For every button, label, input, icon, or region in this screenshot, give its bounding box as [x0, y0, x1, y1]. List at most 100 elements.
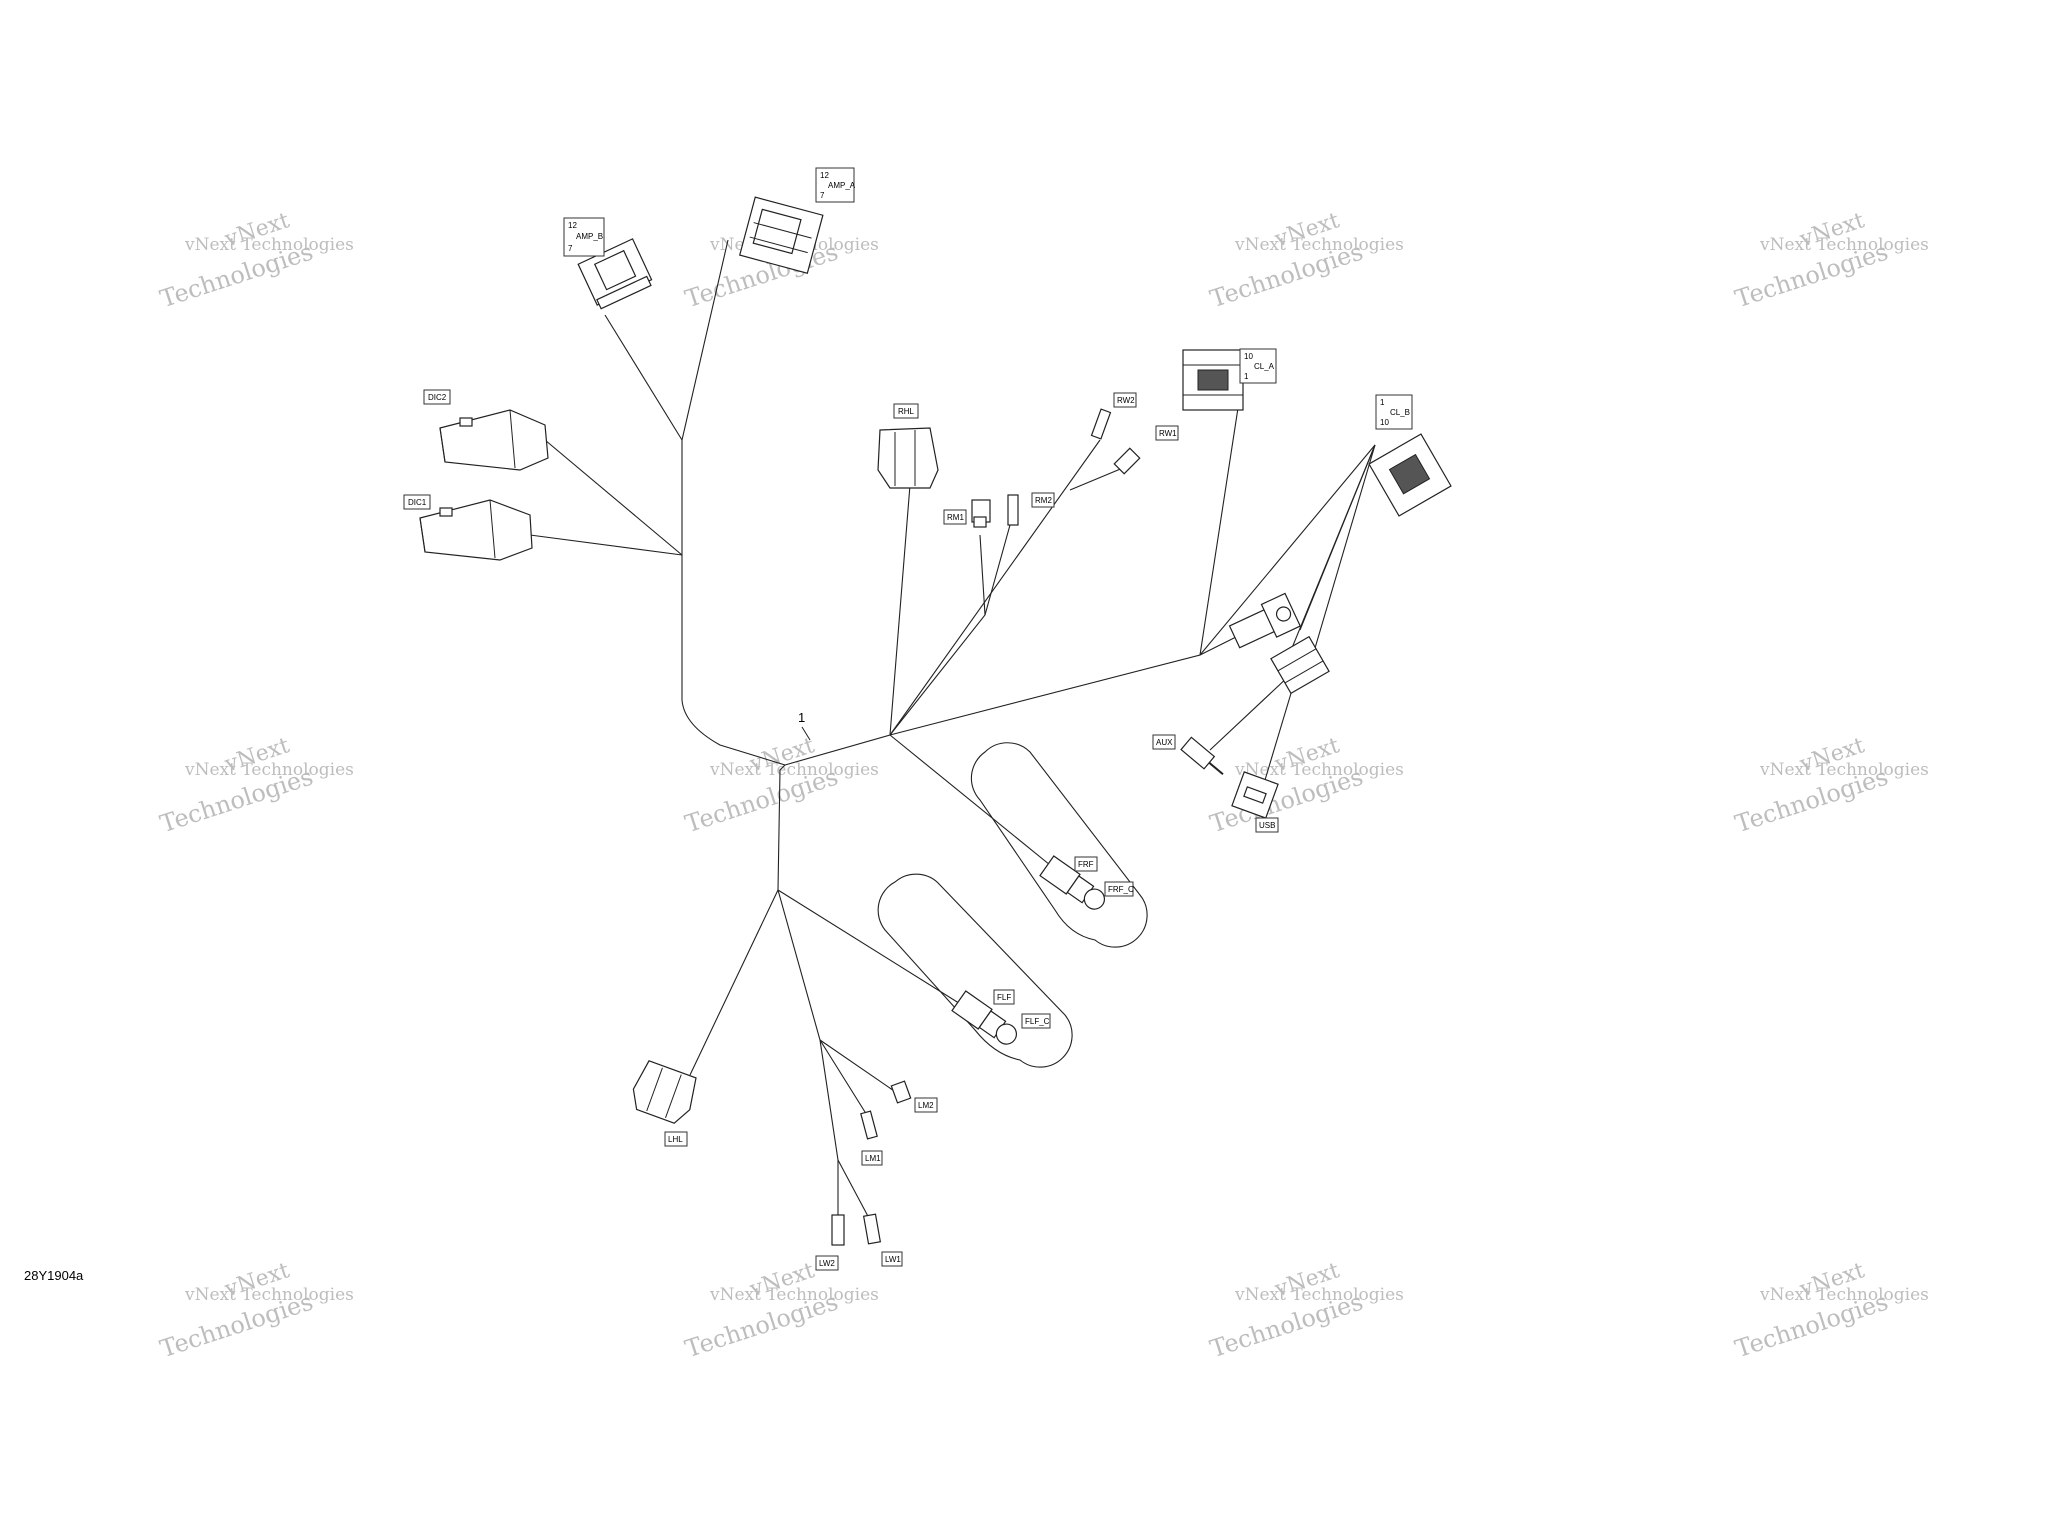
svg-text:1: 1: [1244, 372, 1249, 381]
wire-lw1: [837, 1159, 871, 1221]
svg-text:vNext Technologies: vNext Technologies: [709, 760, 879, 780]
connector-dic2[interactable]: [439, 409, 549, 471]
svg-text:7: 7: [820, 191, 825, 200]
tag-cl-a: 10 CL_A 1: [1239, 348, 1277, 384]
svg-text:vNext Technologies: vNext Technologies: [1759, 235, 1929, 255]
watermark: vNext vNext Technologies Technologies: [157, 208, 354, 313]
tag-amp-a: 12 AMP_A 7: [815, 167, 856, 203]
svg-text:AMP_A: AMP_A: [828, 181, 856, 190]
svg-text:7: 7: [568, 244, 573, 253]
connector-rw1[interactable]: [1113, 447, 1141, 475]
frf-loop: [970, 742, 1148, 948]
watermark: vNext vNext Technologies Technologies: [1732, 733, 1929, 838]
svg-text:vNext Technologies: vNext Technologies: [184, 760, 354, 780]
connector-flf[interactable]: [951, 990, 1021, 1050]
wire-mic: [1199, 634, 1241, 656]
connector-unlabeled-round[interactable]: [1227, 592, 1302, 653]
wire-cl-b-4: [1284, 444, 1376, 666]
connector-usb-hub[interactable]: [1270, 635, 1330, 695]
connector-rw2[interactable]: [1090, 408, 1112, 440]
wire-usb: [1264, 679, 1296, 781]
svg-text:vNext Technologies: vNext Technologies: [1234, 1285, 1404, 1305]
svg-text:10: 10: [1244, 352, 1253, 361]
svg-text:FLF: FLF: [997, 993, 1011, 1002]
connector-dic1[interactable]: [419, 499, 533, 561]
connector-rm2[interactable]: [1007, 494, 1019, 526]
connector-frf[interactable]: [1039, 855, 1109, 915]
svg-text:AMP_B: AMP_B: [576, 232, 603, 241]
connector-rhl[interactable]: [877, 427, 939, 489]
wire-cl-b: [1199, 444, 1376, 656]
wire-center: [784, 734, 891, 766]
tag-dic2: DIC2: [423, 389, 451, 405]
watermark: vNext vNext Technologies Technologies: [1732, 208, 1929, 313]
connector-cl-a[interactable]: [1182, 349, 1244, 411]
svg-text:vNext Technologies: vNext Technologies: [184, 235, 354, 255]
tag-rhl: RHL: [893, 403, 919, 419]
tag-rm1: RM1: [943, 509, 967, 525]
svg-text:vNext Technologies: vNext Technologies: [1234, 760, 1404, 780]
svg-text:vNext Technologies: vNext Technologies: [1759, 760, 1929, 780]
svg-text:10: 10: [1380, 418, 1389, 427]
item-number: 1: [798, 710, 805, 725]
wire-trunk-left: [681, 440, 787, 891]
wire-flf: [777, 889, 971, 1011]
wire-cl-a: [889, 394, 1241, 736]
wire-rhl: [889, 484, 911, 736]
connector-lhl[interactable]: [627, 1059, 700, 1127]
tag-rw1: RW1: [1155, 425, 1179, 441]
svg-text:vNext Technologies: vNext Technologies: [1759, 1285, 1929, 1305]
watermark: vNext vNext Technologies Technologies: [157, 1258, 354, 1363]
svg-text:vNext Technologies: vNext Technologies: [709, 1285, 879, 1305]
wire-amp-a: [681, 239, 729, 441]
svg-text:LW1: LW1: [885, 1255, 901, 1264]
wire-rm1: [889, 534, 986, 736]
connector-lm1[interactable]: [860, 1110, 878, 1140]
svg-text:FRF_C: FRF_C: [1108, 885, 1134, 894]
connector-usb[interactable]: [1231, 771, 1279, 819]
watermark: vNext vNext Technologies Technologies: [1207, 733, 1404, 838]
tag-lhl: LHL: [664, 1131, 688, 1147]
tag-cl-b: 1 CL_B 10: [1375, 394, 1413, 430]
watermark: vNext vNext Technologies Technologies: [682, 733, 879, 838]
watermark: vNext vNext Technologies Technologies: [1732, 1258, 1929, 1363]
svg-text:vNext Technologies: vNext Technologies: [184, 1285, 354, 1305]
svg-text:AUX: AUX: [1156, 738, 1173, 747]
wire-amp-b: [604, 314, 683, 441]
svg-text:RW1: RW1: [1159, 429, 1177, 438]
svg-text:CL_A: CL_A: [1254, 362, 1275, 371]
wire-frf: [889, 734, 1051, 866]
watermark: vNext vNext Technologies Technologies: [1207, 1258, 1404, 1363]
connector-amp-b[interactable]: [577, 238, 654, 310]
svg-text:LW2: LW2: [819, 1259, 835, 1268]
svg-text:DIC2: DIC2: [428, 393, 447, 402]
item-leader: [801, 726, 811, 741]
svg-text:CL_B: CL_B: [1390, 408, 1410, 417]
connector-rm1[interactable]: [971, 499, 991, 528]
figure-code: 28Y1904a: [24, 1268, 84, 1283]
connector-lm2[interactable]: [890, 1080, 912, 1104]
svg-text:12: 12: [820, 171, 829, 180]
svg-text:RM1: RM1: [947, 513, 964, 522]
flf-loop: [877, 873, 1073, 1068]
wire-dic1: [529, 534, 683, 556]
wire-lm2: [777, 889, 901, 1096]
connector-lw1[interactable]: [862, 1213, 882, 1245]
connector-cl-b[interactable]: [1368, 433, 1452, 517]
wire-aux: [1209, 674, 1291, 751]
watermark: vNext vNext Technologies Technologies: [1207, 208, 1404, 313]
svg-text:LHL: LHL: [668, 1135, 683, 1144]
tag-amp-b: 12 AMP_B 7: [563, 217, 605, 257]
wire-lw2: [819, 1039, 839, 1215]
tag-lw1: LW1: [881, 1251, 903, 1267]
tag-lm2: LM2: [914, 1097, 938, 1113]
svg-text:1: 1: [1380, 398, 1385, 407]
wire-rm2: [984, 524, 1011, 616]
tag-flf: FLF: [993, 989, 1015, 1005]
tag-frf-c: FRF_C: [1104, 881, 1134, 897]
tag-rm2: RM2: [1031, 492, 1055, 508]
connector-amp-a[interactable]: [738, 196, 824, 274]
tag-flf-c: FLF_C: [1021, 1013, 1051, 1029]
connector-aux[interactable]: [1180, 736, 1228, 780]
connector-lw2[interactable]: [831, 1214, 845, 1246]
